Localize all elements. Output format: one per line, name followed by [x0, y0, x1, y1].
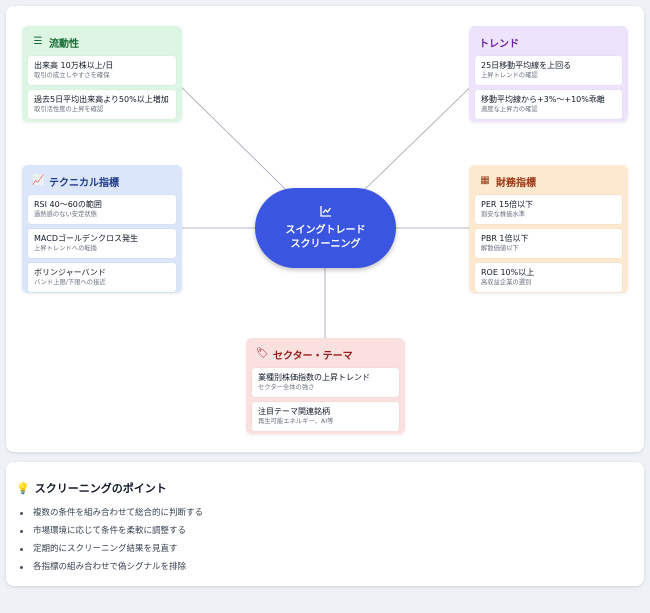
criterion-item: 出来高 10万株以上/日取引の成立しやすさを確保 — [28, 56, 176, 85]
criterion-title: 出来高 10万株以上/日 — [34, 61, 114, 70]
criterion-item: RSI 40～60の範囲過熱感のない安定状態 — [28, 195, 176, 224]
category-title: 財務指標 — [496, 177, 536, 189]
chart-line-icon — [319, 205, 332, 220]
criterion-item: 移動平均線から+3%～+10%乖離適度な上昇力の確認 — [475, 90, 622, 119]
bullet-icon — [20, 511, 23, 515]
criterion-sub: 割安な株価水準 — [481, 211, 526, 218]
criterion-sub: セクター全体の強さ — [258, 384, 315, 391]
list-item: 複数の条件を組み合わせて総合的に判断する — [20, 504, 203, 522]
list-item: 市場環境に応じて条件を柔軟に調整する — [20, 522, 203, 540]
criterion-item: PER 15倍以下割安な株価水準 — [475, 195, 622, 224]
point-text: 定期的にスクリーニング結果を見直す — [33, 544, 178, 554]
category-title: 流動性 — [49, 38, 79, 50]
criterion-item: PBR 1倍以下解散価値以下 — [475, 229, 622, 258]
category-title: セクター・テーマ — [273, 350, 353, 362]
criterion-sub: バンド上限/下限への接近 — [34, 279, 106, 286]
list-item: 定期的にスクリーニング結果を見直す — [20, 540, 203, 558]
points-list: 複数の条件を組み合わせて総合的に判断する 市場環境に応じて条件を柔軟に調整する … — [20, 504, 203, 576]
category-trend: トレンド 25日移動平均線を上回る上昇トレンドの確認 移動平均線から+3%～+1… — [469, 26, 628, 122]
category-title: トレンド — [479, 38, 519, 50]
category-financial: ▦ 財務指標 PER 15倍以下割安な株価水準 PBR 1倍以下解散価値以下 R… — [469, 165, 628, 293]
criterion-item: MACDゴールデンクロス発生上昇トレンドへの転換 — [28, 229, 176, 258]
bars-icon: ☰ — [33, 36, 43, 47]
point-text: 各指標の組み合わせで偽シグナルを排除 — [33, 562, 187, 572]
screening-points-panel: 💡 スクリーニングのポイント 複数の条件を組み合わせて総合的に判断する 市場環境… — [6, 462, 644, 586]
criterion-sub: 解散価値以下 — [481, 245, 519, 252]
criterion-item: ROE 10%以上高収益企業の選別 — [475, 263, 622, 292]
criterion-sub: 再生可能エネルギー、AI等 — [258, 418, 334, 425]
criterion-title: 25日移動平均線を上回る — [481, 61, 572, 70]
center-title-line2: スクリーニング — [290, 238, 361, 250]
category-sector: 🏷 セクター・テーマ 業種別株価指数の上昇トレンドセクター全体の強さ 注目テーマ… — [246, 338, 405, 434]
criterion-title: ROE 10%以上 — [481, 268, 535, 277]
criterion-title: ボリンジャーバンド — [34, 268, 106, 277]
criterion-title: RSI 40～60の範囲 — [34, 200, 102, 209]
lightbulb-icon: 💡 — [16, 481, 30, 495]
criterion-title: PER 15倍以下 — [481, 200, 534, 209]
criterion-item: 25日移動平均線を上回る上昇トレンドの確認 — [475, 56, 622, 85]
criterion-sub: 適度な上昇力の確認 — [481, 106, 538, 113]
list-item: 各指標の組み合わせで偽シグナルを排除 — [20, 558, 203, 576]
calculator-icon: ▦ — [480, 175, 490, 186]
center-node: スイングトレード スクリーニング — [255, 188, 396, 268]
chart-line-icon-svg — [319, 205, 331, 217]
point-text: 複数の条件を組み合わせて総合的に判断する — [33, 508, 204, 518]
chart-icon: 📈 — [32, 175, 45, 186]
criterion-sub: 上昇トレンドへの転換 — [34, 245, 97, 252]
criterion-sub: 過熱感のない安定状態 — [34, 211, 97, 218]
criterion-item: ボリンジャーバンドバンド上限/下限への接近 — [28, 263, 176, 292]
category-technical: 📈 テクニカル指標 RSI 40～60の範囲過熱感のない安定状態 MACDゴール… — [22, 165, 182, 293]
points-title: スクリーニングのポイント — [34, 482, 167, 495]
bullet-icon — [20, 547, 23, 551]
point-text: 市場環境に応じて条件を柔軟に調整する — [33, 526, 187, 536]
criterion-title: PBR 1倍以下 — [481, 234, 529, 243]
criterion-title: 業種別株価指数の上昇トレンド — [258, 373, 370, 382]
criterion-item: 業種別株価指数の上昇トレンドセクター全体の強さ — [252, 368, 399, 397]
criterion-title: 過去5日平均出来高より50%以上増加 — [34, 95, 169, 104]
center-title-line1: スイングトレード — [285, 224, 366, 236]
criterion-sub: 高収益企業の選別 — [481, 279, 532, 286]
category-title: テクニカル指標 — [49, 177, 119, 189]
criterion-sub: 取引活性度の上昇を確認 — [34, 106, 104, 113]
criterion-title: 移動平均線から+3%～+10%乖離 — [481, 95, 605, 104]
criterion-sub: 取引の成立しやすさを確保 — [34, 72, 110, 79]
tag-icon: 🏷 — [256, 348, 269, 359]
bullet-icon — [20, 565, 23, 569]
category-liquidity: ☰ 流動性 出来高 10万株以上/日取引の成立しやすさを確保 過去5日平均出来高… — [22, 26, 182, 122]
criterion-item: 注目テーマ関連銘柄再生可能エネルギー、AI等 — [252, 402, 399, 431]
criterion-title: MACDゴールデンクロス発生 — [34, 234, 138, 243]
criterion-title: 注目テーマ関連銘柄 — [258, 407, 330, 416]
criterion-item: 過去5日平均出来高より50%以上増加取引活性度の上昇を確認 — [28, 90, 176, 119]
criterion-sub: 上昇トレンドの確認 — [481, 72, 538, 79]
bullet-icon — [20, 529, 23, 533]
